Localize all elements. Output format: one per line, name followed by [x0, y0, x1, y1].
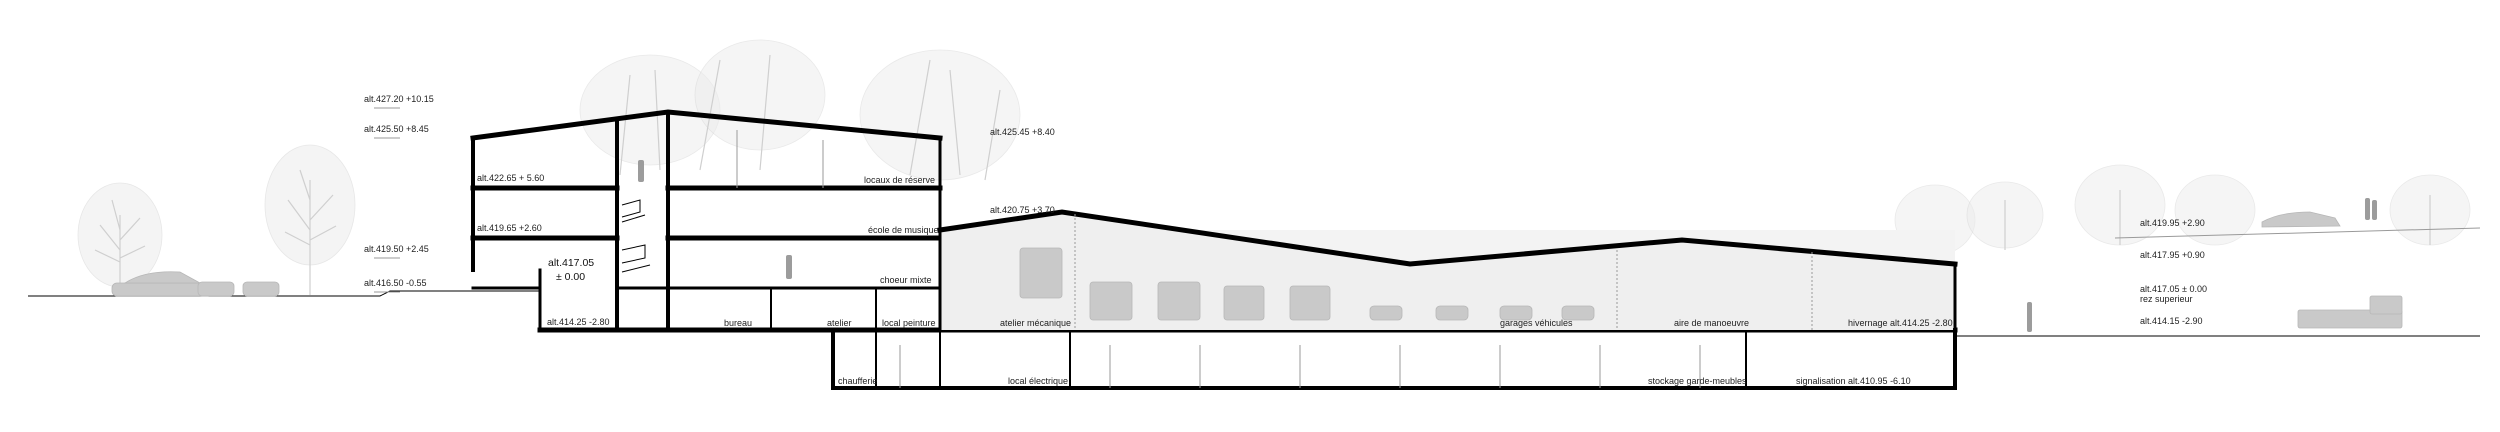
room-local-electrique: local électrique: [1008, 376, 1068, 386]
room-ecole-musique: école de musique: [868, 225, 939, 235]
level-427: alt.427.20 +10.15: [364, 94, 434, 104]
people: [638, 160, 2377, 332]
room-garages-vehicules: garages véhicules: [1500, 318, 1573, 328]
level-417-95: alt.417.95 +0.90: [2140, 250, 2205, 260]
room-chaufferie: chaufferie: [838, 376, 877, 386]
tree-left-1: [77, 182, 163, 295]
tower-building: [470, 109, 943, 332]
level-zero-marker: alt.417.05 ± 0.00: [548, 257, 594, 283]
level-414-25: alt.414.25 -2.80: [547, 317, 610, 327]
level-markers-right: alt.419.95 +2.90 alt.417.95 +0.90 alt.41…: [2140, 218, 2207, 326]
room-hivernage: hivernage alt.414.25 -2.80: [1848, 318, 1953, 328]
room-stockage: stockage garde-meubles: [1648, 376, 1747, 386]
level-417-05: alt.417.05 ± 0.00: [2140, 284, 2207, 294]
room-choeur-mixte: choeur mixte: [880, 275, 932, 285]
level-markers-inner: alt.422.65 + 5.60 alt.419.65 +2.60 alt.4…: [477, 173, 610, 327]
level-425-50: alt.425.50 +8.45: [364, 124, 429, 134]
level-416-50: alt.416.50 -0.55: [364, 278, 427, 288]
room-atelier-mecanique: atelier mécanique: [1000, 318, 1071, 328]
room-local-peinture: local peinture: [882, 318, 936, 328]
level-420-75: alt.420.75 +3.70: [990, 205, 1055, 215]
room-signalisation: signalisation alt.410.95 -6.10: [1796, 376, 1911, 386]
level-markers-left: alt.427.20 +10.15 alt.425.50 +8.45 alt.4…: [364, 94, 434, 293]
room-aire-manoeuvre: aire de manoeuvre: [1674, 318, 1749, 328]
room-locaux-reserve: locaux de réserve: [864, 175, 935, 185]
level-419-95: alt.419.95 +2.90: [2140, 218, 2205, 228]
basement: [831, 328, 1957, 390]
level-rez-superieur: rez superieur: [2140, 294, 2193, 304]
level-414-15: alt.414.15 -2.90: [2140, 316, 2203, 326]
level-zero-line1: alt.417.05: [548, 257, 594, 269]
level-markers-mid: alt.425.45 +8.40 alt.420.75 +3.70: [990, 127, 1055, 215]
level-422-65: alt.422.65 + 5.60: [477, 173, 544, 183]
tree-behind-tower: [579, 39, 1021, 181]
room-atelier: atelier: [827, 318, 852, 328]
vehicles-right: [2261, 211, 2403, 329]
level-419-50: alt.419.50 +2.45: [364, 244, 429, 254]
garage-building: [937, 209, 1958, 332]
tree-left-2: [264, 144, 356, 295]
tree-right-2: [2074, 164, 2471, 246]
room-bureau: bureau: [724, 318, 752, 328]
room-labels: locaux de réserve école de musique choeu…: [724, 175, 1953, 386]
level-425-45: alt.425.45 +8.40: [990, 127, 1055, 137]
level-419-65: alt.419.65 +2.60: [477, 223, 542, 233]
vehicles-left: [111, 271, 280, 297]
level-zero-line2: ± 0.00: [556, 271, 585, 283]
